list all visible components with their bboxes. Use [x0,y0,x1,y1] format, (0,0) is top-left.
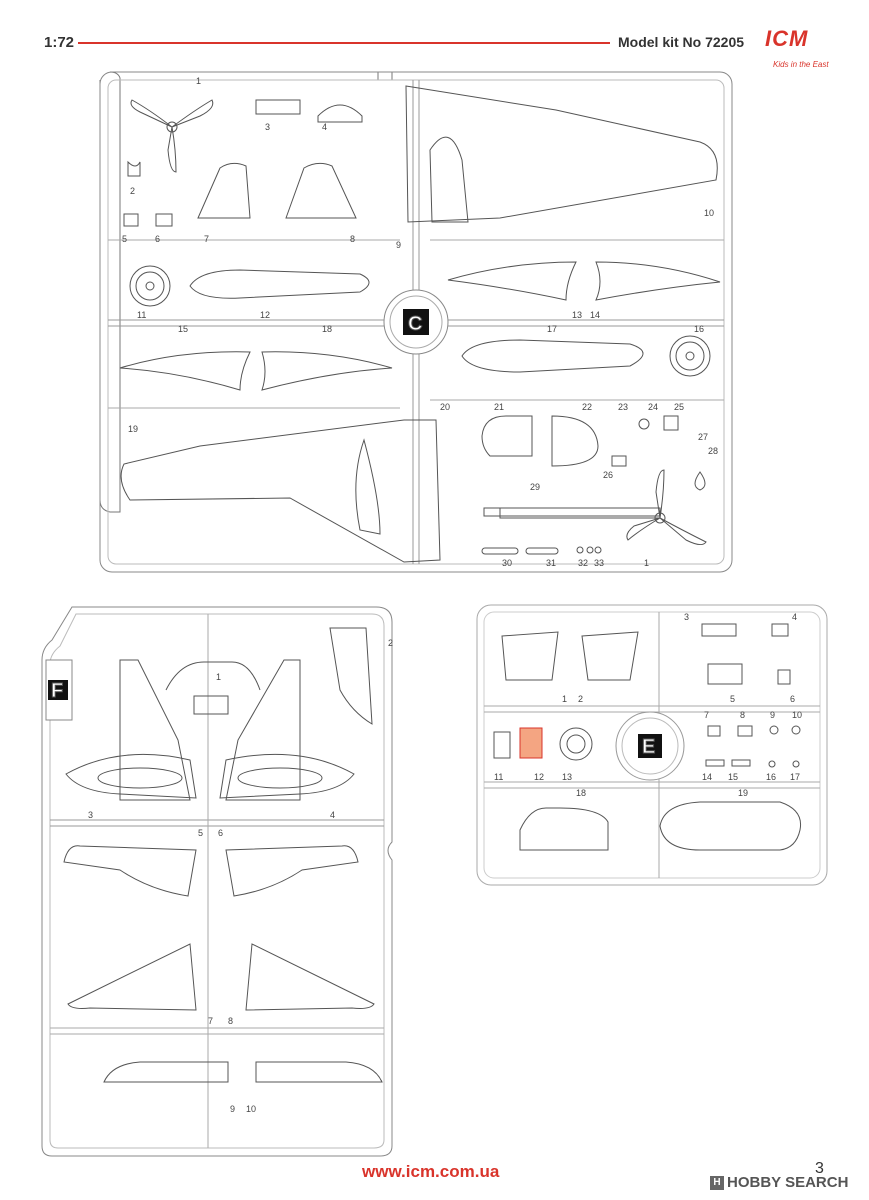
svg-text:33: 33 [594,558,604,568]
svg-text:17: 17 [547,324,557,334]
sprue-f-letter: F [51,680,63,702]
svg-text:18: 18 [322,324,332,334]
svg-text:4: 4 [330,810,335,820]
svg-text:4: 4 [322,122,327,132]
brand-name: ICM [765,26,809,51]
svg-text:1: 1 [216,672,221,682]
svg-text:1: 1 [196,76,201,86]
footer-url[interactable]: www.icm.com.ua [362,1162,500,1181]
svg-text:17: 17 [790,772,800,782]
svg-text:11: 11 [494,772,503,782]
scale-label: 1:72 [44,34,75,51]
svg-text:7: 7 [208,1016,213,1026]
svg-text:28: 28 [708,446,718,456]
brand-tagline: Kids in the East [773,60,829,69]
svg-text:7: 7 [204,234,209,244]
svg-text:27: 27 [698,432,708,442]
svg-text:14: 14 [590,310,600,320]
svg-text:1: 1 [644,558,649,568]
svg-text:29: 29 [530,482,540,492]
header-rule [78,42,610,44]
svg-text:22: 22 [582,402,592,412]
svg-text:23: 23 [618,402,628,412]
svg-text:12: 12 [260,310,270,320]
svg-text:31: 31 [546,558,556,568]
svg-text:6: 6 [155,234,160,244]
svg-text:19: 19 [128,424,138,434]
svg-text:6: 6 [790,694,795,704]
svg-text:1: 1 [562,694,567,704]
svg-text:13: 13 [562,772,572,782]
svg-text:30: 30 [502,558,512,568]
svg-text:9: 9 [396,240,401,250]
propeller-part [130,99,214,173]
svg-text:19: 19 [738,788,748,798]
svg-text:5: 5 [730,694,735,704]
svg-text:8: 8 [350,234,355,244]
sprue-c: C [99,71,733,573]
svg-text:12: 12 [534,772,544,782]
svg-text:8: 8 [228,1016,233,1026]
svg-text:13: 13 [572,310,582,320]
svg-text:21: 21 [494,402,504,412]
svg-text:16: 16 [694,324,704,334]
svg-text:16: 16 [766,772,776,782]
sprue-f: F 1 2 3 4 5 6 7 8 9 10 [41,606,393,1157]
svg-text:25: 25 [674,402,684,412]
svg-text:10: 10 [246,1104,256,1114]
sprue-e: E 3 4 5 6 7 8 9 10 [476,604,828,886]
svg-text:9: 9 [770,710,775,720]
kit-number: Model kit No 72205 [618,34,745,50]
propeller-part-2 [626,469,707,546]
svg-text:4: 4 [792,612,797,622]
svg-text:8: 8 [740,710,745,720]
sprue-c-letter: C [408,313,422,335]
svg-text:3: 3 [684,612,689,622]
svg-text:5: 5 [198,828,203,838]
svg-text:32: 32 [578,558,588,568]
hobby-search-icon: H [710,1176,724,1191]
svg-text:2: 2 [388,638,393,648]
svg-text:18: 18 [576,788,586,798]
svg-text:10: 10 [792,710,802,720]
svg-text:2: 2 [130,186,135,196]
sprue-e-letter: E [642,736,655,758]
svg-text:9: 9 [230,1104,235,1114]
svg-text:3: 3 [88,810,93,820]
svg-text:5: 5 [122,234,127,244]
svg-text:11: 11 [137,310,146,320]
svg-text:7: 7 [704,710,709,720]
svg-text:20: 20 [440,402,450,412]
svg-text:26: 26 [603,470,613,480]
svg-text:10: 10 [704,208,714,218]
svg-text:15: 15 [728,772,738,782]
page-number: 3 [815,1160,824,1177]
watermark-text: HOBBY SEARCH [727,1174,849,1191]
brand-logo: ICM Kids in the East [765,26,835,72]
svg-text:15: 15 [178,324,188,334]
svg-text:6: 6 [218,828,223,838]
svg-text:24: 24 [648,402,658,412]
svg-text:3: 3 [265,122,270,132]
svg-text:2: 2 [578,694,583,704]
svg-text:14: 14 [702,772,712,782]
